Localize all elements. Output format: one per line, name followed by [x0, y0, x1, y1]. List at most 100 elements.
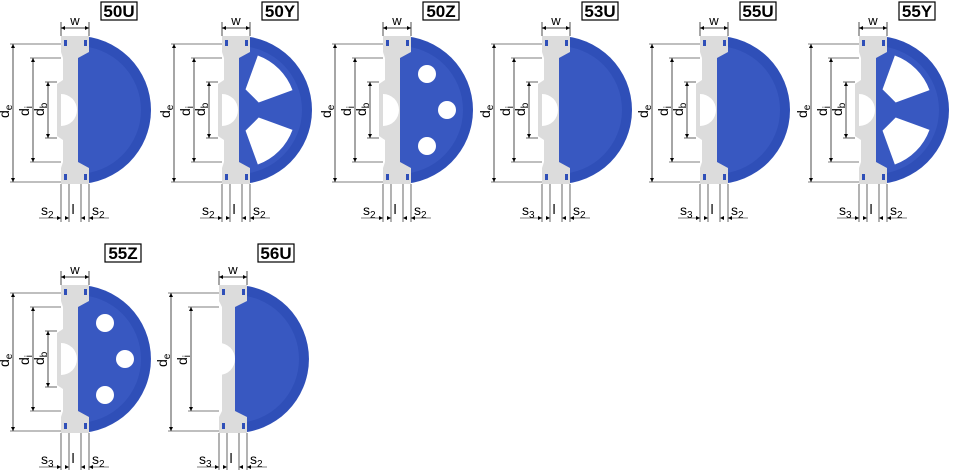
groove-mark	[386, 174, 389, 180]
arrow-head	[844, 82, 848, 86]
arrow-head	[724, 26, 728, 30]
arrow-head	[728, 216, 732, 220]
arrow-head	[218, 216, 222, 220]
shaft-bore	[219, 343, 235, 375]
db-label-main: d	[829, 108, 845, 116]
groove-mark	[545, 174, 548, 180]
arrow-head	[527, 82, 531, 86]
arrow-head	[222, 26, 226, 30]
di-label-sub: i	[182, 355, 193, 357]
shaft-bore	[700, 94, 716, 126]
right-s-main: s	[731, 202, 738, 218]
groove-mark	[882, 40, 885, 46]
arrow-head	[219, 275, 223, 279]
arrow-head	[368, 82, 372, 86]
groove-mark	[64, 289, 67, 295]
arrow-head	[169, 427, 173, 431]
de-label-main: d	[477, 110, 493, 118]
l-label: l	[552, 201, 555, 217]
di-label-sub: i	[663, 106, 674, 108]
lightening-hole	[438, 101, 456, 119]
di-label-main: d	[177, 108, 193, 116]
groove-mark	[64, 174, 67, 180]
arrow-head	[353, 158, 357, 162]
arrow-head	[61, 275, 65, 279]
groove-mark	[225, 40, 228, 46]
left-s-label: s3	[839, 202, 852, 221]
arrow-head	[512, 58, 516, 62]
model-code: 55U	[742, 2, 773, 21]
right-s-main: s	[92, 451, 99, 467]
left-s-main: s	[363, 202, 370, 218]
model-code: 55Y	[902, 2, 933, 21]
w-label: w	[227, 262, 238, 277]
pulley-disc	[77, 285, 151, 433]
model-code-box	[261, 1, 299, 21]
left-s-main: s	[41, 451, 48, 467]
arrow-head	[57, 465, 61, 469]
de-label-sub: e	[4, 353, 15, 359]
arrow-head	[11, 293, 15, 297]
groove-mark	[565, 174, 568, 180]
w-label: w	[867, 13, 878, 28]
di-label: di	[16, 106, 35, 116]
pulley-disc-face	[77, 295, 141, 423]
l-arrow-left	[704, 216, 708, 220]
arrow-head	[247, 465, 251, 469]
groove-mark	[84, 174, 87, 180]
left-s-main: s	[199, 451, 206, 467]
right-s-sub: 2	[738, 210, 744, 221]
left-s-label: s3	[522, 202, 535, 221]
groove-mark	[545, 40, 548, 46]
l-arrow-right	[239, 465, 243, 469]
pulley-disc	[235, 285, 309, 433]
groove-mark	[882, 174, 885, 180]
lightening-hole	[116, 350, 134, 368]
arrow-head	[411, 216, 415, 220]
right-s-sub: 2	[257, 459, 263, 470]
di-label: di	[497, 106, 516, 116]
db-label-sub: b	[200, 102, 211, 108]
lightening-hole	[96, 386, 114, 404]
groove-mark	[862, 174, 865, 180]
de-label: de	[0, 353, 15, 367]
model-code: 53U	[584, 2, 615, 21]
arrow-head	[189, 307, 193, 311]
db-label-main: d	[192, 108, 208, 116]
db-label: db	[512, 102, 531, 116]
de-label-main: d	[318, 110, 334, 118]
arrow-head	[368, 134, 372, 138]
w-label: w	[708, 13, 719, 28]
arrow-head	[46, 82, 50, 86]
model-code: 55Z	[108, 244, 137, 263]
db-label-sub: b	[39, 102, 50, 108]
right-s-label: s2	[92, 202, 105, 221]
db-label: db	[192, 102, 211, 116]
arrow-head	[207, 134, 211, 138]
groove-mark	[245, 40, 248, 46]
groove-mark	[84, 40, 87, 46]
de-label: de	[477, 104, 496, 118]
de-label-main: d	[635, 110, 651, 118]
arrow-head	[189, 407, 193, 411]
arrow-head	[650, 178, 654, 182]
arrow-head	[46, 383, 50, 387]
model-code-box	[898, 1, 936, 21]
arrow-head	[685, 82, 689, 86]
groove-mark	[703, 174, 706, 180]
di-label-main: d	[16, 108, 32, 116]
right-s-sub: 2	[260, 210, 266, 221]
left-s-main: s	[680, 202, 687, 218]
arrow-head	[829, 158, 833, 162]
shaft-bore	[61, 343, 77, 375]
de-label-sub: e	[485, 104, 496, 110]
di-label-main: d	[338, 108, 354, 116]
w-label: w	[391, 13, 402, 28]
pulley-disc	[77, 36, 151, 184]
l-arrow-right	[242, 216, 246, 220]
di-label: di	[177, 106, 196, 116]
de-label: de	[318, 104, 337, 118]
